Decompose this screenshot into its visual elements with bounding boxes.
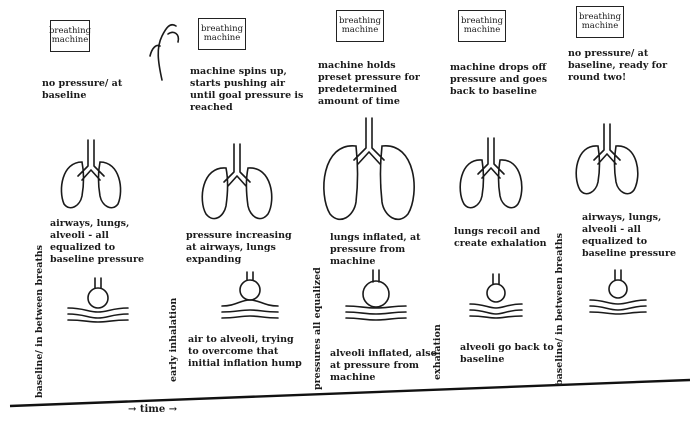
lungs-3 xyxy=(324,118,414,219)
machine-label: breathing machine xyxy=(461,17,503,35)
alveolus-1 xyxy=(68,278,128,322)
alveolus-3 xyxy=(346,270,406,320)
alveoli-text-4: alveoli go back to baseline xyxy=(460,342,564,366)
machine-label: breathing machine xyxy=(201,25,243,43)
lung-text-2: pressure increasing at airways, lungs ex… xyxy=(186,230,302,266)
machine-label: breathing machine xyxy=(49,27,91,45)
alveolus-2 xyxy=(222,272,278,318)
lungs-5 xyxy=(576,124,638,194)
machine-box-5: breathing machine xyxy=(576,6,624,38)
vertical-label-1: baseline/ in between breaths xyxy=(34,245,45,398)
alveoli-text-3: alveoli inflated, also at pressure from … xyxy=(330,348,440,384)
hand-sketch xyxy=(158,25,178,80)
machine-box-1: breathing machine xyxy=(50,20,90,52)
vertical-label-2: early inhalation xyxy=(168,298,179,382)
machine-box-2: breathing machine xyxy=(198,18,246,50)
lung-text-5: airways, lungs, alveoli - all equalized … xyxy=(582,212,686,260)
alveolus-4 xyxy=(470,274,522,318)
machine-text-4: machine drops off pressure and goes back… xyxy=(450,62,562,98)
vertical-label-5: baseline/ in between breaths xyxy=(554,233,565,386)
alveolus-5 xyxy=(590,270,646,314)
lung-text-4: lungs recoil and create exhalation xyxy=(454,226,560,250)
vertical-label-4: exhalation xyxy=(432,324,443,380)
lungs-2 xyxy=(202,144,271,219)
lung-text-3: lungs inflated, at pressure from machine xyxy=(330,232,436,268)
machine-label: breathing machine xyxy=(339,17,381,35)
lungs-1 xyxy=(61,140,120,208)
time-label: → time → xyxy=(128,404,177,415)
lungs-4 xyxy=(460,138,522,208)
machine-label: breathing machine xyxy=(579,13,621,31)
machine-text-2: machine spins up, starts pushing air unt… xyxy=(190,66,310,114)
alveoli-text-2: air to alveoli, trying to overcome that … xyxy=(188,334,304,370)
machine-box-4: breathing machine xyxy=(458,10,506,42)
machine-text-5: no pressure/ at baseline, ready for roun… xyxy=(568,48,686,84)
vertical-label-3: pressures all equalized xyxy=(312,267,323,390)
machine-text-3: machine holds preset pressure for predet… xyxy=(318,60,428,108)
lung-text-1: airways, lungs, alveoli - all equalized … xyxy=(50,218,150,266)
machine-box-3: breathing machine xyxy=(336,10,384,42)
machine-text-1: no pressure/ at baseline xyxy=(42,78,134,102)
